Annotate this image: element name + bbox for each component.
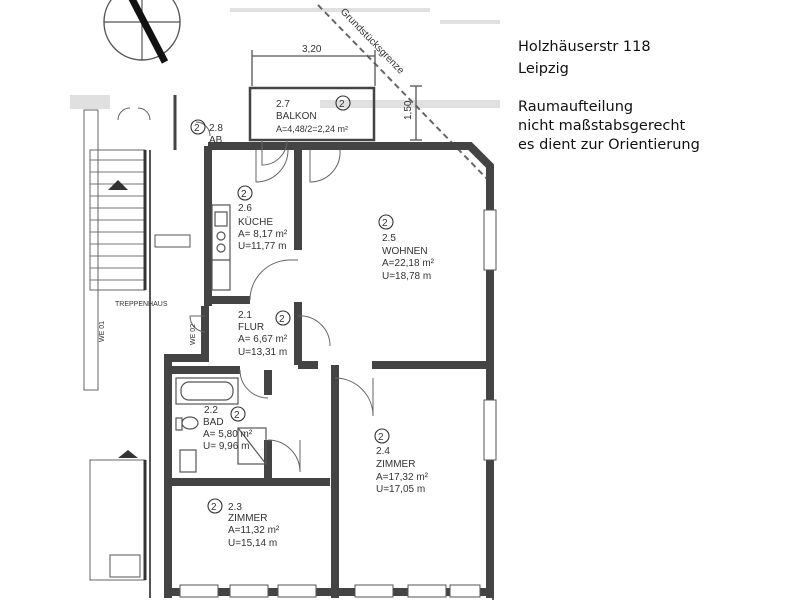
sink bbox=[179, 449, 197, 473]
room-zimmer-4-floor: 2 bbox=[378, 432, 384, 443]
room-flur-perim: U=13,31 m bbox=[238, 347, 287, 358]
room-flur-name: FLUR bbox=[238, 322, 264, 333]
room-zimmer-4-area: A=17,32 m² bbox=[376, 472, 429, 483]
room-flur: 2 2.1 FLUR A= 6,67 m² U=13,31 m bbox=[238, 310, 291, 358]
note-scale: nicht maßstabsgerecht bbox=[518, 118, 686, 134]
room-balkon-floor: 2 bbox=[339, 99, 345, 110]
stairwell-label: TREPPENHAUS bbox=[115, 301, 168, 308]
bathtub bbox=[175, 377, 239, 405]
room-wohnen-perim: U=18,78 m bbox=[382, 271, 431, 282]
width-label: 3,20 bbox=[302, 44, 322, 55]
room-zimmer-4-perim: U=17,05 m bbox=[376, 484, 425, 495]
room-zimmer-3-name: ZIMMER bbox=[228, 513, 267, 524]
room-flur-num: 2.1 bbox=[238, 310, 252, 321]
compass-icon bbox=[103, 0, 181, 64]
room-bad-floor: 2 bbox=[234, 410, 240, 421]
note-title: Raumaufteilung bbox=[518, 99, 634, 115]
balcony-door bbox=[261, 139, 288, 166]
toilet bbox=[175, 416, 199, 431]
stairwell bbox=[83, 95, 191, 598]
room-ab-floor: 2 bbox=[194, 123, 200, 134]
room-ab-name: AB bbox=[209, 135, 223, 146]
room-kueche-num: 2.6 bbox=[238, 203, 252, 214]
room-ab: 2 2.8 AB bbox=[190, 119, 223, 146]
room-bad-perim: U= 9,96 m bbox=[203, 441, 249, 452]
room-zimmer-3-floor: 2 bbox=[211, 502, 217, 513]
room-kueche-perim: U=11,77 m bbox=[238, 241, 286, 252]
room-wohnen-floor: 2 bbox=[382, 218, 388, 229]
room-zimmer-3-perim: U=15,14 m bbox=[228, 538, 277, 549]
doors bbox=[189, 121, 374, 473]
depth-label: 1,50 bbox=[403, 100, 414, 120]
address-city: Leipzig bbox=[518, 61, 569, 77]
room-zimmer-3: 2 2.3 ZIMMER A=11,32 m² U=15,14 m bbox=[207, 498, 280, 549]
boundary-label: Grundstücksgrenze bbox=[338, 6, 406, 76]
unit-left-label: WE 01 bbox=[99, 321, 106, 342]
right-windows bbox=[483, 209, 497, 461]
room-wohnen-area: A=22,18 m² bbox=[382, 258, 435, 269]
address-street: Holzhäuserstr 118 bbox=[518, 39, 651, 55]
room-zimmer-4: 2 2.4 ZIMMER A=17,32 m² U=17,05 m bbox=[374, 428, 429, 495]
note-orientation: es dient zur Orientierung bbox=[518, 137, 700, 153]
property-boundary bbox=[317, 4, 494, 600]
balcony-depth-dimension bbox=[410, 85, 422, 141]
room-bad: 2 2.2 BAD A= 5,80 m² U= 9,96 m bbox=[203, 405, 253, 452]
room-balkon-area: A=4,48/2=2,24 m² bbox=[276, 124, 348, 134]
room-bad-num: 2.2 bbox=[204, 405, 218, 416]
room-zimmer-4-name: ZIMMER bbox=[376, 459, 415, 470]
room-kueche-floor: 2 bbox=[241, 189, 247, 200]
background-scan-noise bbox=[70, 8, 500, 109]
room-flur-area: A= 6,67 m² bbox=[238, 334, 288, 345]
room-bad-area: A= 5,80 m² bbox=[203, 429, 253, 440]
room-bad-name: BAD bbox=[203, 417, 224, 428]
room-zimmer-3-area: A=11,32 m² bbox=[228, 525, 280, 536]
bottom-windows bbox=[179, 584, 481, 598]
room-zimmer-4-num: 2.4 bbox=[376, 446, 390, 457]
walls bbox=[164, 142, 494, 598]
balcony-outline bbox=[248, 86, 376, 142]
room-wohnen-name: WOHNEN bbox=[382, 246, 428, 257]
kitchen-counter bbox=[211, 204, 231, 291]
balcony-width-dimension bbox=[251, 50, 376, 86]
shower bbox=[237, 427, 267, 465]
room-ab-num: 2.8 bbox=[209, 123, 223, 134]
room-wohnen-num: 2.5 bbox=[382, 233, 396, 244]
room-balkon: 2 2.7 BALKON A=4,48/2=2,24 m² bbox=[276, 95, 351, 134]
room-zimmer-3-num: 2.3 bbox=[228, 502, 242, 513]
room-kueche-area: A= 8,17 m² bbox=[238, 229, 288, 240]
room-wohnen: 2 2.5 WOHNEN A=22,18 m² U=18,78 m bbox=[378, 214, 435, 282]
room-kueche-name: KÜCHE bbox=[238, 216, 273, 228]
room-balkon-name: BALKON bbox=[276, 111, 317, 122]
unit-right-label: WE 02 bbox=[190, 324, 197, 345]
room-kueche: 2 2.6 KÜCHE A= 8,17 m² U=11,77 m bbox=[237, 185, 288, 252]
room-balkon-num: 2.7 bbox=[276, 99, 290, 110]
room-flur-floor: 2 bbox=[279, 314, 285, 325]
